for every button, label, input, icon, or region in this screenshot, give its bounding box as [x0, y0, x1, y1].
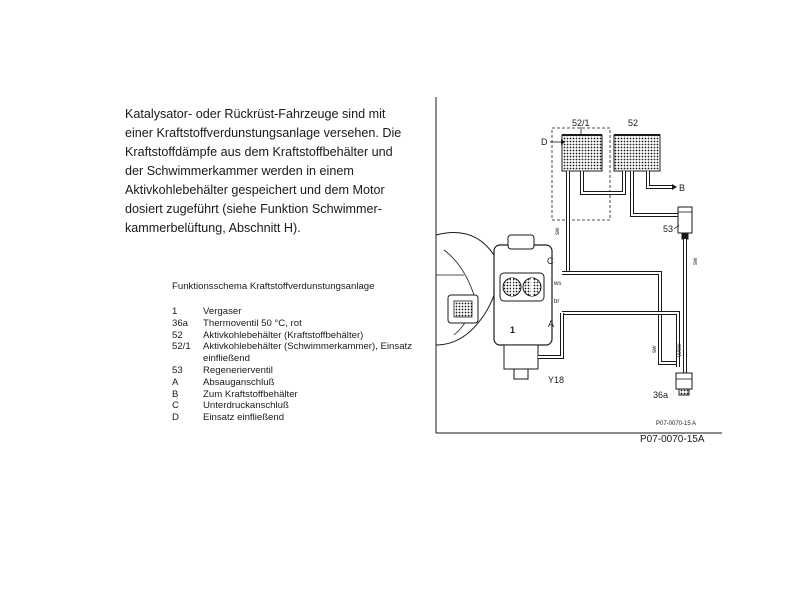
label-vi-sw: vi/sw: [677, 343, 683, 357]
legend-item: 53 Regenerierventil: [172, 365, 422, 377]
legend-item: 36a Thermoventil 50 °C, rot: [172, 318, 422, 330]
pipe-to-53-inner: [631, 171, 678, 216]
legend-item: A Absauganschluß: [172, 377, 422, 389]
pipe-to-b-inner: [647, 171, 672, 188]
pipe-canister-link-outer: [580, 171, 626, 195]
legend-key: 52: [172, 329, 183, 341]
legend-desc: Absauganschluß: [203, 376, 275, 388]
legend-item: D Einsatz einfließend: [172, 412, 422, 424]
schematic-figure: 52/1 D 52 B 53 sw sw: [434, 95, 724, 435]
legend-desc: Aktivkohlebehälter (Kraftstoffbehälter): [203, 329, 364, 341]
intro-line: der Schwimmerkammer werden in einem: [125, 164, 354, 178]
arrow-d-head: [561, 139, 565, 145]
pipe-c-right-inner: [562, 272, 678, 364]
legend-desc: Unterdruckanschluß: [203, 400, 289, 412]
label-36a: 36a: [653, 390, 668, 400]
canister-52: [613, 134, 661, 172]
legend-key: D: [172, 412, 179, 424]
legend-desc: Regenerierventil: [203, 364, 273, 376]
regen-valve-tip: [681, 232, 689, 240]
pipe-y18-inner: [538, 313, 563, 358]
thermo-valve-base: [678, 388, 690, 396]
label-a: A: [548, 319, 554, 329]
regen-valve-53: [677, 206, 693, 234]
legend-desc: Vergaser: [203, 306, 242, 317]
legend-title: Funktionsschema Kraftstoffverdunstungsan…: [172, 281, 375, 292]
legend-item: B Zum Kraftstoffbehälter: [172, 389, 422, 401]
legend-desc: Zum Kraftstoffbehälter: [203, 388, 298, 400]
engine-outline: [435, 232, 498, 346]
label-sw-2: sw: [693, 257, 699, 265]
legend-desc: Aktivkohlebehälter (Schwimmerkammer), Ei…: [203, 341, 412, 365]
label-52-1: 52/1: [572, 118, 590, 128]
arrow-b-head: [672, 184, 677, 190]
intro-line: Aktivkohlebehälter gespeichert und dem M…: [125, 183, 385, 197]
figure-caption: P07-0070-15A: [640, 434, 705, 445]
thermo-valve-36a: [675, 372, 693, 390]
label-c: C: [547, 256, 554, 266]
canister-52-1: [561, 134, 603, 172]
label-br: br: [554, 299, 559, 305]
intro-line: Kraftstoffdämpfe aus dem Kraftstoffbehäl…: [125, 145, 393, 159]
legend-key: 1: [172, 306, 178, 317]
carburetor-stem: [513, 368, 529, 380]
legend-key: A: [172, 376, 179, 388]
intro-line: dosiert zugeführt (siehe Funktion Schwim…: [125, 202, 382, 216]
legend-key: C: [172, 400, 179, 412]
label-d: D: [541, 137, 548, 147]
legend-item: C Unterdruckanschluß: [172, 400, 422, 412]
pipe-to-53-outer: [630, 171, 678, 217]
legend-item: 52/1 Aktivkohlebehälter (Schwimmerkammer)…: [172, 341, 422, 365]
label-sw-3: sw: [652, 345, 658, 353]
legend-desc: Thermoventil 50 °C, rot: [203, 317, 302, 329]
engine-part-insert: [453, 300, 473, 318]
legend-key: B: [172, 388, 179, 400]
label-ws: ws: [553, 281, 561, 287]
label-sw-1: sw: [555, 227, 561, 235]
pipe-to-c-inner: [562, 171, 569, 274]
legend-key: 36a: [172, 317, 189, 329]
figure-ref-number: P07-0070-15 A: [656, 421, 696, 427]
label-b: B: [679, 183, 685, 193]
intro-line: Katalysator- oder Rückrüst-Fahrzeuge sin…: [125, 107, 386, 121]
intro-paragraph: Katalysator- oder Rückrüst-Fahrzeuge sin…: [125, 105, 425, 238]
carburetor-top: [507, 234, 535, 250]
leader-53: [673, 224, 680, 230]
label-53: 53: [663, 224, 673, 234]
pipe-canister-link-inner: [581, 171, 625, 194]
label-52: 52: [628, 118, 638, 128]
label-y18: Y18: [548, 375, 564, 385]
label-1: 1: [510, 325, 515, 335]
carburetor-base: [503, 344, 539, 370]
legend-item: 1 Vergaser: [172, 306, 422, 318]
legend-desc: Einsatz einfließend: [203, 412, 285, 424]
pipe-to-b-outer: [646, 171, 672, 189]
intro-line: kammerbelüftung, Abschnitt H).: [125, 221, 301, 235]
schematic-diagram: 52/1 D 52 B 53 sw sw: [435, 97, 722, 434]
legend-key: 53: [172, 364, 183, 376]
pipe-a-inner: [562, 312, 679, 367]
intro-line: einer Kraftstoffverdunstungsanlage verse…: [125, 126, 402, 140]
legend-key: 52/1: [172, 341, 191, 353]
legend-item: 52 Aktivkohlebehälter (Kraftstoffbehälter…: [172, 330, 422, 342]
